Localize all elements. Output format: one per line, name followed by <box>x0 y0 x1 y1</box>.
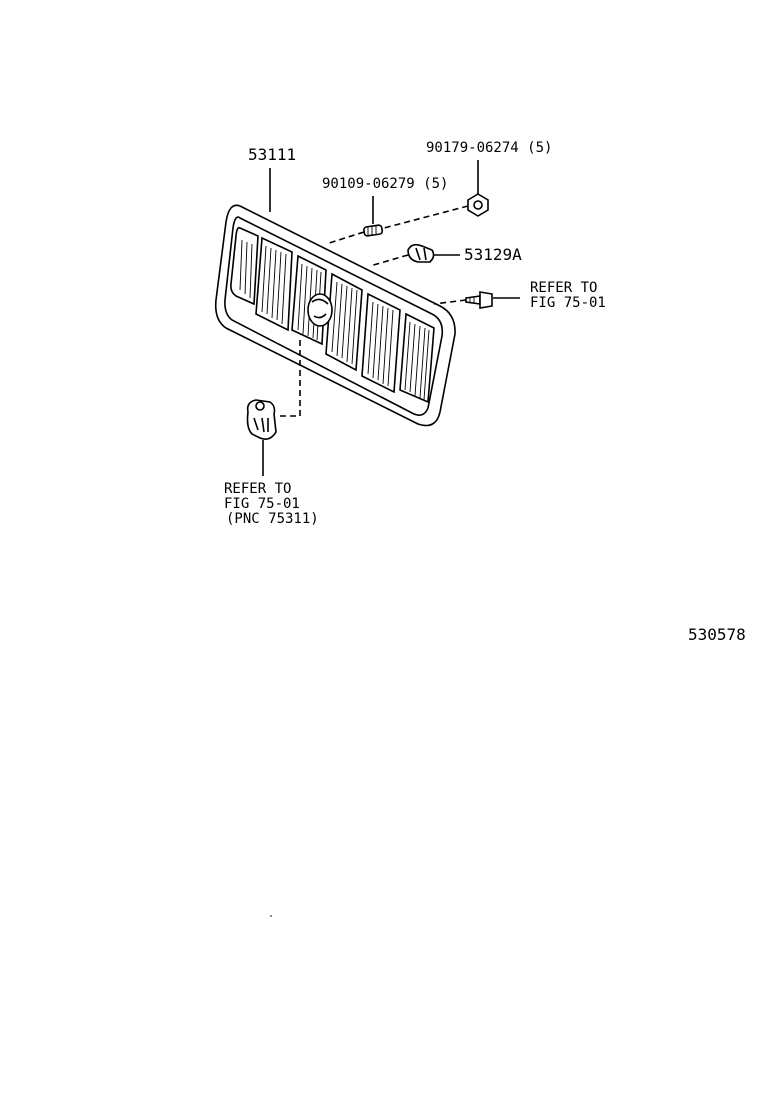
dash-screw-grille <box>433 299 467 305</box>
stray-dot <box>270 915 272 917</box>
dash-bolt-grille <box>325 231 365 245</box>
label-refer-right-1: REFER TO <box>530 280 597 296</box>
dash-emblem-grille <box>278 340 301 417</box>
nut-90179 <box>467 193 489 217</box>
label-90179: 90179-06274 (5) <box>426 140 552 156</box>
bolt-90109 <box>363 224 384 237</box>
label-refer-left-3: (PNC 75311) <box>226 511 319 527</box>
label-53111: 53111 <box>248 145 296 164</box>
label-refer-left-1: REFER TO <box>224 481 291 497</box>
dash-nut-bolt <box>383 205 469 229</box>
screw-right <box>465 291 493 309</box>
label-refer-left-2: FIG 75-01 <box>224 496 300 512</box>
dash-clip-grille <box>369 254 409 267</box>
label-refer-right-2: FIG 75-01 <box>530 295 606 311</box>
illustration-number: 530578 <box>688 625 746 644</box>
radiator-grille <box>214 204 456 427</box>
clip-53129a <box>407 243 435 263</box>
label-53129a: 53129A <box>464 245 522 264</box>
label-90109: 90109-06279 (5) <box>322 176 448 192</box>
emblem-part <box>246 399 277 440</box>
